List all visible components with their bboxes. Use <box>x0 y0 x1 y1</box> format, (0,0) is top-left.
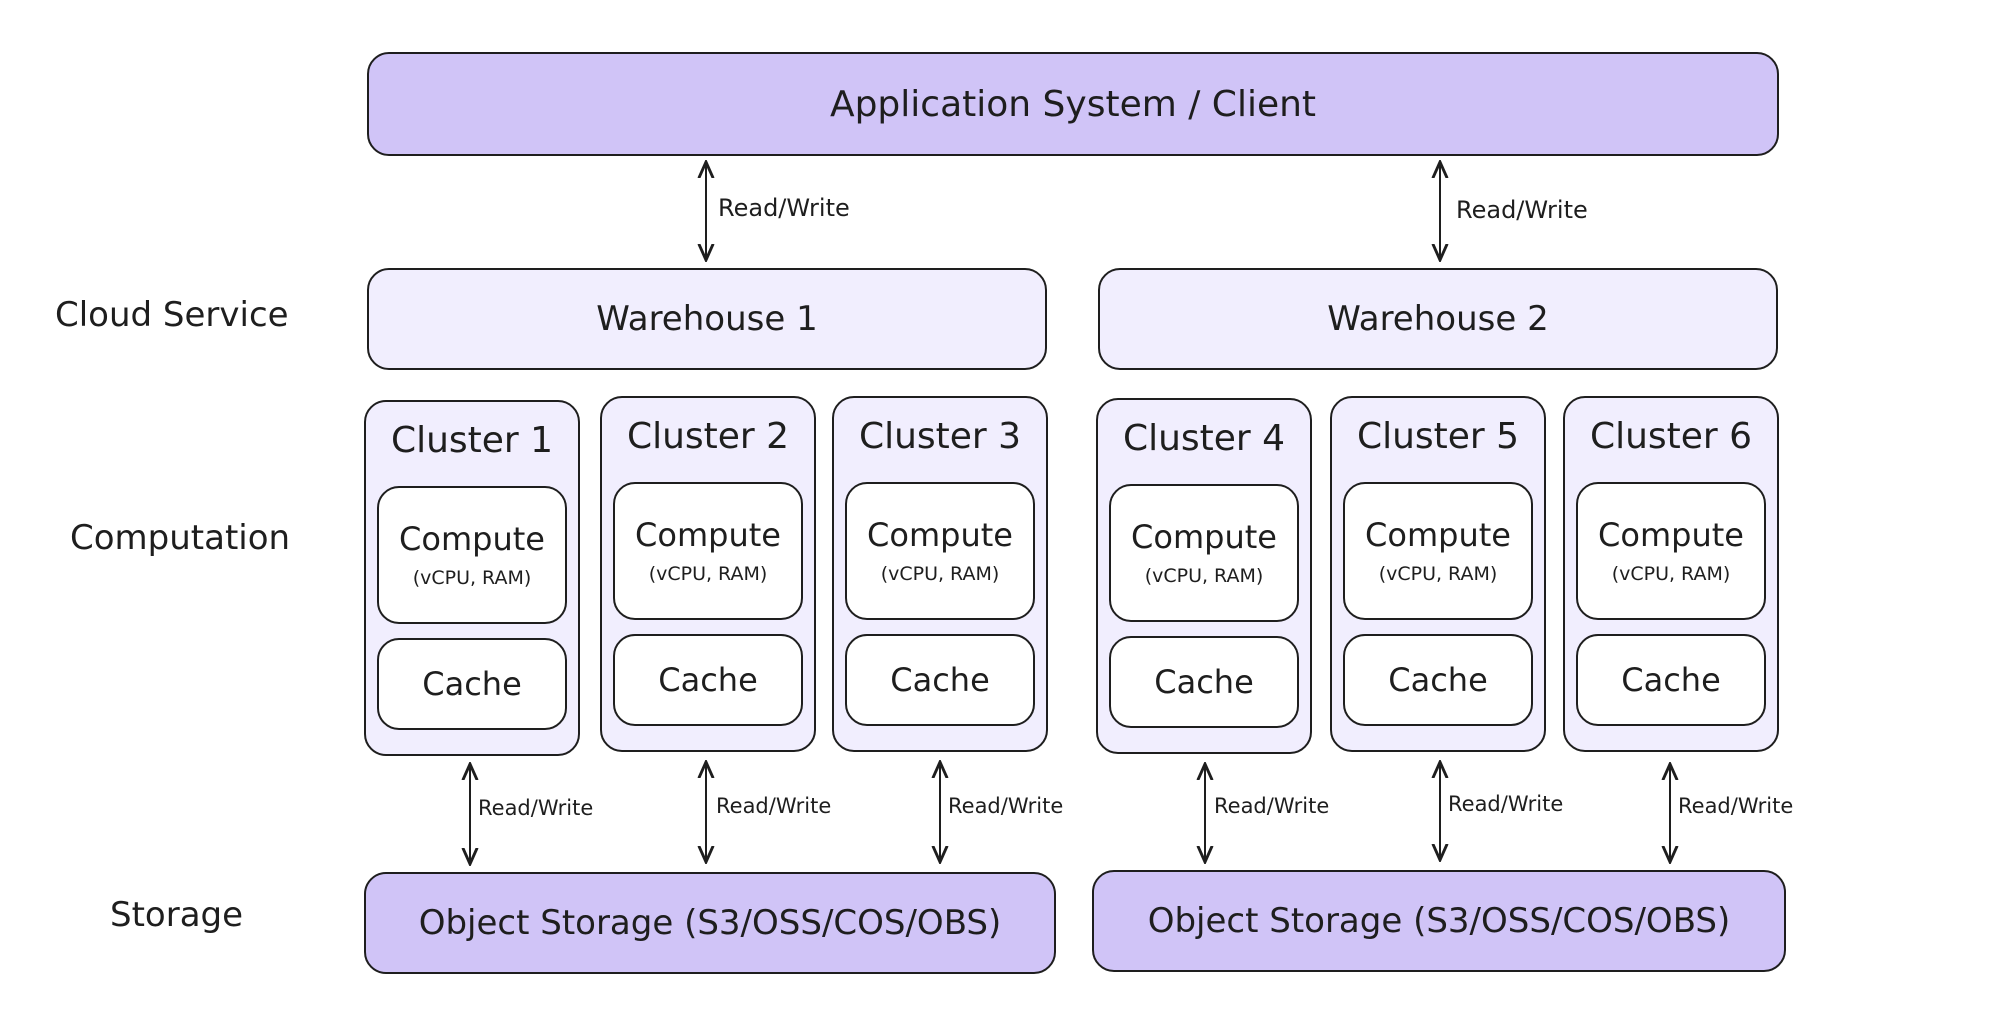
cluster-5-title: Cluster 5 <box>1356 416 1520 457</box>
cluster-2-box[interactable]: Cluster 2 Compute (vCPU, RAM) Cache <box>600 396 816 752</box>
edge-label-cluster-6-storage: Read/Write <box>1678 794 1794 818</box>
cluster-3-cache-label: Cache <box>890 661 990 699</box>
cluster-4-compute-box[interactable]: Compute (vCPU, RAM) <box>1109 484 1299 622</box>
cluster-3-compute-detail: (vCPU, RAM) <box>880 563 1000 585</box>
layer-label-cloud-service: Cloud Service <box>55 295 289 335</box>
cluster-3-cache-box[interactable]: Cache <box>845 634 1035 726</box>
warehouse-1-label: Warehouse 1 <box>596 299 818 339</box>
cluster-1-compute-label: Compute <box>399 520 545 558</box>
cluster-6-cache-box[interactable]: Cache <box>1576 634 1766 726</box>
cluster-4-compute-detail: (vCPU, RAM) <box>1144 565 1264 587</box>
cluster-5-cache-label: Cache <box>1388 661 1488 699</box>
cluster-6-compute-detail: (vCPU, RAM) <box>1611 563 1731 585</box>
cluster-2-title: Cluster 2 <box>626 416 790 457</box>
cluster-3-box[interactable]: Cluster 3 Compute (vCPU, RAM) Cache <box>832 396 1048 752</box>
edge-label-cluster-2-storage: Read/Write <box>716 794 832 818</box>
storage-2-label: Object Storage (S3/OSS/COS/OBS) <box>1147 901 1731 941</box>
cluster-1-cache-label: Cache <box>422 665 522 703</box>
cluster-4-box[interactable]: Cluster 4 Compute (vCPU, RAM) Cache <box>1096 398 1312 754</box>
cluster-6-box[interactable]: Cluster 6 Compute (vCPU, RAM) Cache <box>1563 396 1779 752</box>
edge-label-client-warehouse-1: Read/Write <box>718 194 850 222</box>
warehouse-2-label: Warehouse 2 <box>1327 299 1549 339</box>
layer-label-storage: Storage <box>110 895 244 935</box>
warehouse-1-box[interactable]: Warehouse 1 <box>367 268 1047 370</box>
cluster-4-compute-label: Compute <box>1131 518 1277 556</box>
edge-label-cluster-3-storage: Read/Write <box>948 794 1064 818</box>
cluster-4-title: Cluster 4 <box>1122 418 1286 459</box>
cluster-4-cache-box[interactable]: Cache <box>1109 636 1299 728</box>
storage-1-box[interactable]: Object Storage (S3/OSS/COS/OBS) <box>364 872 1056 974</box>
client-box[interactable]: Application System / Client <box>367 52 1779 156</box>
cluster-2-cache-label: Cache <box>658 661 758 699</box>
client-label: Application System / Client <box>829 83 1317 125</box>
edge-label-client-warehouse-2: Read/Write <box>1456 196 1588 224</box>
cluster-6-compute-box[interactable]: Compute (vCPU, RAM) <box>1576 482 1766 620</box>
cluster-1-title: Cluster 1 <box>390 420 554 461</box>
cluster-5-compute-box[interactable]: Compute (vCPU, RAM) <box>1343 482 1533 620</box>
cluster-2-compute-label: Compute <box>635 516 781 554</box>
cluster-5-compute-label: Compute <box>1365 516 1511 554</box>
warehouse-2-box[interactable]: Warehouse 2 <box>1098 268 1778 370</box>
cluster-2-compute-detail: (vCPU, RAM) <box>648 563 768 585</box>
cluster-5-cache-box[interactable]: Cache <box>1343 634 1533 726</box>
cluster-4-cache-label: Cache <box>1154 663 1254 701</box>
cluster-3-compute-box[interactable]: Compute (vCPU, RAM) <box>845 482 1035 620</box>
cluster-2-compute-box[interactable]: Compute (vCPU, RAM) <box>613 482 803 620</box>
cluster-6-title: Cluster 6 <box>1589 416 1753 457</box>
cluster-1-compute-detail: (vCPU, RAM) <box>412 567 532 589</box>
cluster-5-compute-detail: (vCPU, RAM) <box>1378 563 1498 585</box>
cluster-1-compute-box[interactable]: Compute (vCPU, RAM) <box>377 486 567 624</box>
cluster-2-cache-box[interactable]: Cache <box>613 634 803 726</box>
edge-label-cluster-5-storage: Read/Write <box>1448 792 1564 816</box>
storage-2-box[interactable]: Object Storage (S3/OSS/COS/OBS) <box>1092 870 1786 972</box>
cluster-5-box[interactable]: Cluster 5 Compute (vCPU, RAM) Cache <box>1330 396 1546 752</box>
cluster-3-compute-label: Compute <box>867 516 1013 554</box>
layer-label-computation: Computation <box>70 518 291 558</box>
cluster-1-box[interactable]: Cluster 1 Compute (vCPU, RAM) Cache <box>364 400 580 756</box>
cluster-6-cache-label: Cache <box>1621 661 1721 699</box>
edge-label-cluster-4-storage: Read/Write <box>1214 794 1330 818</box>
cluster-3-title: Cluster 3 <box>858 416 1022 457</box>
storage-1-label: Object Storage (S3/OSS/COS/OBS) <box>418 903 1002 943</box>
cluster-1-cache-box[interactable]: Cache <box>377 638 567 730</box>
cluster-6-compute-label: Compute <box>1598 516 1744 554</box>
edge-label-cluster-1-storage: Read/Write <box>478 796 594 820</box>
